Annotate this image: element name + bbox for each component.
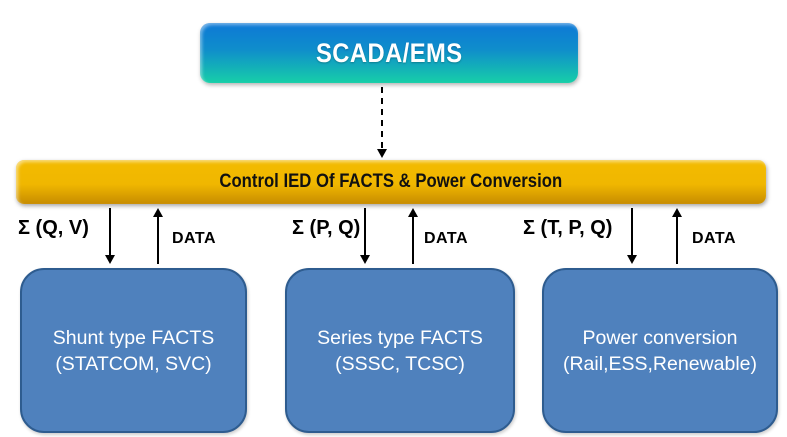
device-title: Power conversion [582,326,738,349]
device-title: Shunt type FACTS [52,326,215,349]
device-title: Series type FACTS [317,326,483,349]
device-box-power-conversion: Power conversion (Rail,ESS,Renewable) [542,268,778,433]
scada-ems-box: SCADA/EMS [200,23,578,83]
device-subtitle: (Rail,ESS,Renewable) [562,352,757,375]
arrowhead-up-icon [408,208,418,217]
scada-ems-label: SCADA/EMS [315,37,463,68]
signal-label-shunt: Σ (Q, V) [18,217,89,239]
dashed-line [381,87,383,151]
data-label-power: DATA [692,230,737,247]
device-box-series-facts: Series type FACTS (SSSC, TCSC) [285,268,515,433]
arrowhead-down-icon [627,255,637,264]
device-subtitle: (STATCOM, SVC) [55,352,212,375]
data-arrow-shunt [152,208,164,264]
arrowhead-up-icon [672,208,682,217]
data-label-series: DATA [424,230,469,247]
dashed-down-arrow [376,87,388,158]
device-box-shunt-facts: Shunt type FACTS (STATCOM, SVC) [20,268,247,433]
arrowhead-down-icon [105,255,115,264]
command-arrow-power [626,208,638,264]
data-label-shunt: DATA [172,230,217,247]
arrowhead-up-icon [153,208,163,217]
data-arrow-series [407,208,419,264]
arrowhead-down-icon [360,255,370,264]
command-arrow-series [359,208,371,264]
signal-label-series: Σ (P, Q) [292,217,361,239]
data-arrow-power [671,208,683,264]
control-ied-label: Control IED Of FACTS & Power Conversion [219,171,563,192]
device-subtitle: (SSSC, TCSC) [335,352,465,375]
control-ied-bar: Control IED Of FACTS & Power Conversion [16,160,766,204]
signal-label-power: Σ (T, P, Q) [523,217,613,239]
arrowhead-down-icon [377,149,387,158]
command-arrow-shunt [104,208,116,264]
